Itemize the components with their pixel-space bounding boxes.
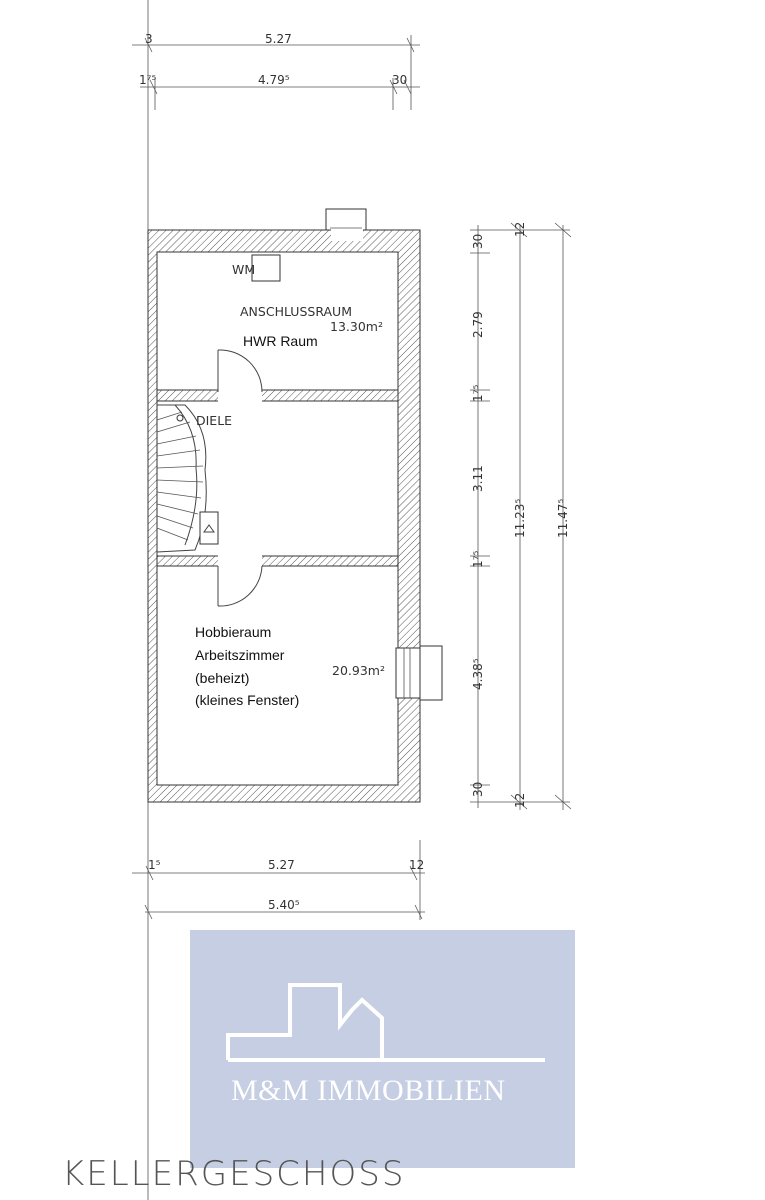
dim-right-h: 30	[471, 782, 485, 797]
washing-machine-icon	[251, 254, 281, 282]
room-hwr-note: HWR Raum	[243, 333, 318, 349]
hobby-note-3: (beheizt)	[195, 670, 249, 686]
company-watermark: M&M IMMOBILIEN	[190, 930, 575, 1168]
staircase	[156, 404, 219, 553]
room-hobby-area: 20.93m²	[332, 663, 385, 678]
room-diele-name: DIELE	[196, 413, 232, 428]
dim-top-total: 5.27	[265, 32, 292, 46]
house-logo-icon	[226, 983, 384, 1060]
hobby-note-2: Arbeitszimmer	[195, 647, 285, 663]
hobby-note-4: (kleines Fenster)	[195, 692, 299, 708]
dim-bottom-small-left: 1⁵	[148, 858, 161, 872]
dim-right-total-inner: 11.23⁵	[513, 499, 527, 538]
dim-right-g: 4.38⁵	[471, 658, 485, 690]
dim-right-total-outer: 11.47⁵	[556, 499, 570, 538]
dim-top-second-left: 1⁷⁵	[139, 73, 156, 87]
dim-top-small-left: 3	[145, 32, 153, 46]
right-dimensions: 30 12 2.79 1⁷⁵ 3.11 1⁷⁵ 4.38⁵ 30 12 11.2…	[470, 222, 572, 810]
dim-right-e: 3.11	[471, 465, 485, 492]
watermark-company-name: M&M IMMOBILIEN	[231, 1074, 506, 1107]
room-anschlussraum-area: 13.30m²	[330, 319, 383, 334]
dim-right-i: 12	[513, 793, 527, 808]
hobby-note-1: Hobbieraum	[195, 624, 271, 640]
dim-top-second-mid: 4.79⁵	[258, 73, 290, 87]
dim-right-d: 1⁷⁵	[471, 385, 485, 402]
top-dimensions: 3 5.27 1⁷⁵ 4.79⁵ 30	[132, 32, 420, 110]
doors	[217, 349, 263, 607]
wm-label: WM	[232, 262, 255, 277]
dim-right-a: 30	[471, 234, 485, 249]
dim-right-c: 2.79	[471, 311, 485, 338]
dim-bottom-mid: 5.27	[268, 858, 295, 872]
dim-right-f: 1⁷⁵	[471, 551, 485, 568]
dim-right-b: 12	[513, 222, 527, 237]
plan-title: KELLERGESCHOSS	[62, 1154, 405, 1194]
bottom-dimensions: 1⁵ 5.27 12 5.40⁵	[132, 840, 425, 920]
dim-bottom-total: 5.40⁵	[268, 898, 300, 912]
dim-bottom-right: 12	[409, 858, 424, 872]
room-anschlussraum-name: ANSCHLUSSRAUM	[240, 304, 352, 319]
dim-top-second-right: 30	[392, 73, 407, 87]
